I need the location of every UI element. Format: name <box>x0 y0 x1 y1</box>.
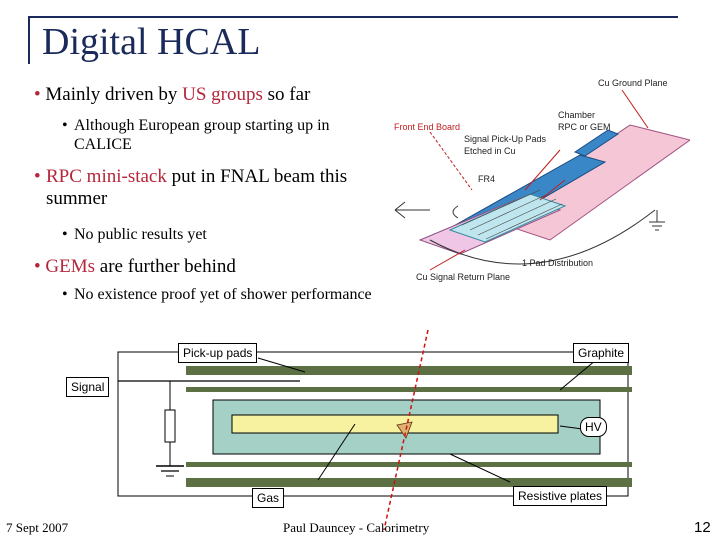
slide-title: Digital HCAL <box>42 21 261 63</box>
chamber-arm <box>573 129 620 157</box>
label-resistive-plates: Resistive plates <box>513 486 608 506</box>
label-pickup-pads-2: Etched in Cu <box>464 146 516 156</box>
label-pad-distribution: 1 Pad Distribution <box>522 258 593 268</box>
label-hv: HV <box>580 417 607 437</box>
rpc-cross-section-diagram: Cu Ground Plane Chamber RPC or GEM Front… <box>394 78 690 282</box>
avalanche-icon <box>396 421 413 439</box>
label-chamber: Chamber <box>558 110 595 120</box>
ground-symbol-top <box>429 209 665 265</box>
particle-track <box>383 330 429 530</box>
signal-connector <box>394 201 459 219</box>
bullet-2-1: •No public results yet <box>62 226 207 243</box>
label-ground-plane: Cu Ground Plane <box>598 78 668 88</box>
page-number: 12 <box>694 519 711 536</box>
bullet-3: • GEMs are further behind <box>34 256 236 277</box>
label-pickup-pads-1: Signal Pick-Up Pads <box>464 134 547 144</box>
circuit-frame <box>117 351 629 497</box>
title-rule <box>28 16 678 18</box>
label-graphite: Graphite <box>573 343 630 363</box>
pickup-pad-bottom <box>186 478 632 487</box>
label-pickup-pads: Pick-up pads <box>178 343 258 363</box>
label-front-end-board: Front End Board <box>394 122 460 132</box>
signal-pads-layer <box>448 193 567 243</box>
label-fr4: FR4 <box>478 174 495 184</box>
label-return-plane: Cu Signal Return Plane <box>416 272 510 282</box>
graphite-bottom <box>186 462 632 467</box>
resistor <box>164 409 176 443</box>
footer-date: 7 Sept 2007 <box>6 520 69 535</box>
label-arrows <box>429 89 649 271</box>
label-rpc-or-gem: RPC or GEM <box>558 122 611 132</box>
footer-center: Paul Dauncey - Calorimetry <box>283 520 430 535</box>
bullet-1-1: •Although European group starting up in … <box>62 117 330 153</box>
pad-grid <box>461 189 563 240</box>
leader-arrows <box>257 357 597 483</box>
bullet-3-1: •No existence proof yet of shower perfor… <box>62 286 372 303</box>
bullet-2: •RPC mini-stack put in FNAL beam this su… <box>34 166 348 209</box>
bullet-1: • Mainly driven by US groups so far <box>34 84 311 105</box>
graphite-top <box>186 387 632 392</box>
label-signal: Signal <box>66 377 110 397</box>
gas-gap <box>231 414 559 434</box>
label-gas: Gas <box>252 488 285 508</box>
title-bar <box>28 16 30 64</box>
pickup-pad-top <box>186 366 632 375</box>
rpc-schematic <box>117 330 632 530</box>
